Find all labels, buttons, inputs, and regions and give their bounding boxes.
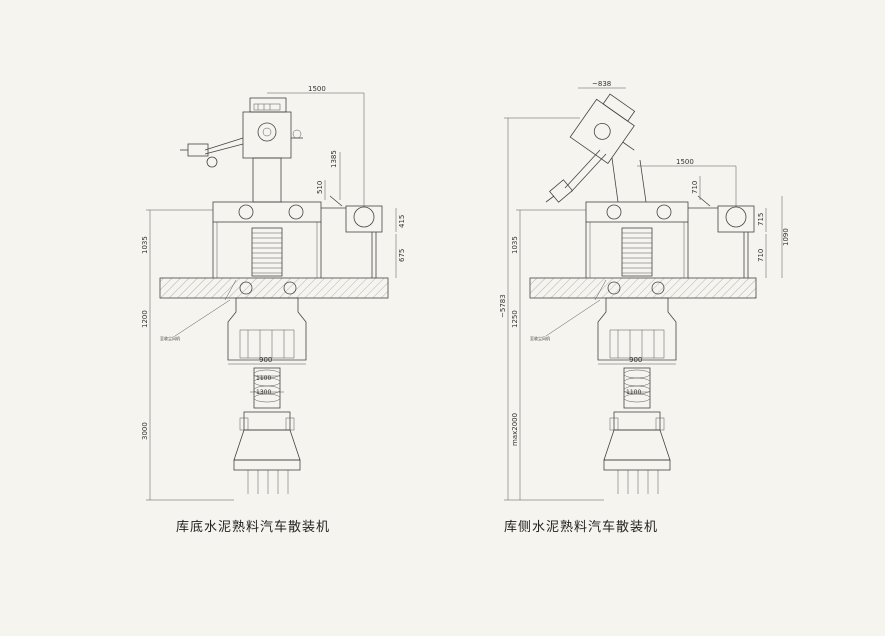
dim-1090-right: 1090 (782, 228, 790, 246)
dim-3000-left: 3000 (141, 422, 149, 440)
dim-1100-left: 1100 (256, 375, 271, 382)
dim-1200-left: 1200 (141, 310, 149, 328)
dim-1385-left: 1385 (330, 150, 338, 168)
dim-1100-right: 1100 (626, 389, 641, 396)
caption-bottom-silo-loader: 库底水泥熟料汽车散装机 (176, 520, 331, 535)
dim-1035-left: 1035 (141, 236, 149, 254)
dim-5783-right: ~5783 (499, 294, 507, 318)
dim-715-right: 715 (757, 213, 765, 226)
dim-1035-right: 1035 (511, 236, 519, 254)
dim-510-left: 510 (316, 181, 324, 194)
dim-900-right: 900 (629, 356, 642, 364)
dim-415-left: 415 (398, 215, 406, 228)
dim-900-left: 900 (259, 356, 272, 364)
right-loader-drawing: ~838 1500 710 715 1090 710 1035 ~5783 12… (499, 80, 790, 501)
dim-710b-right: 710 (757, 249, 765, 262)
dim-838-right: ~838 (592, 80, 611, 88)
dim-1300-left: 1300 (256, 389, 271, 396)
note-dust-fan-left: 至收尘风机 (160, 335, 180, 341)
dim-1250-right: 1250 (511, 310, 519, 328)
floor-slab-right (529, 277, 757, 299)
dim-1500-right: 1500 (676, 158, 694, 166)
dim-max2000-right: max2000 (511, 413, 519, 446)
left-loader-drawing: 1500 1385 510 415 675 1035 1200 3000 900… (141, 85, 406, 501)
floor-slab-left (159, 277, 389, 299)
dim-1500-left: 1500 (308, 85, 326, 93)
dim-710a-right: 710 (691, 181, 699, 194)
caption-side-silo-loader: 库侧水泥熟料汽车散装机 (504, 520, 659, 535)
note-dust-fan-right: 至收尘风机 (530, 335, 550, 341)
dim-675-left: 675 (398, 249, 406, 262)
